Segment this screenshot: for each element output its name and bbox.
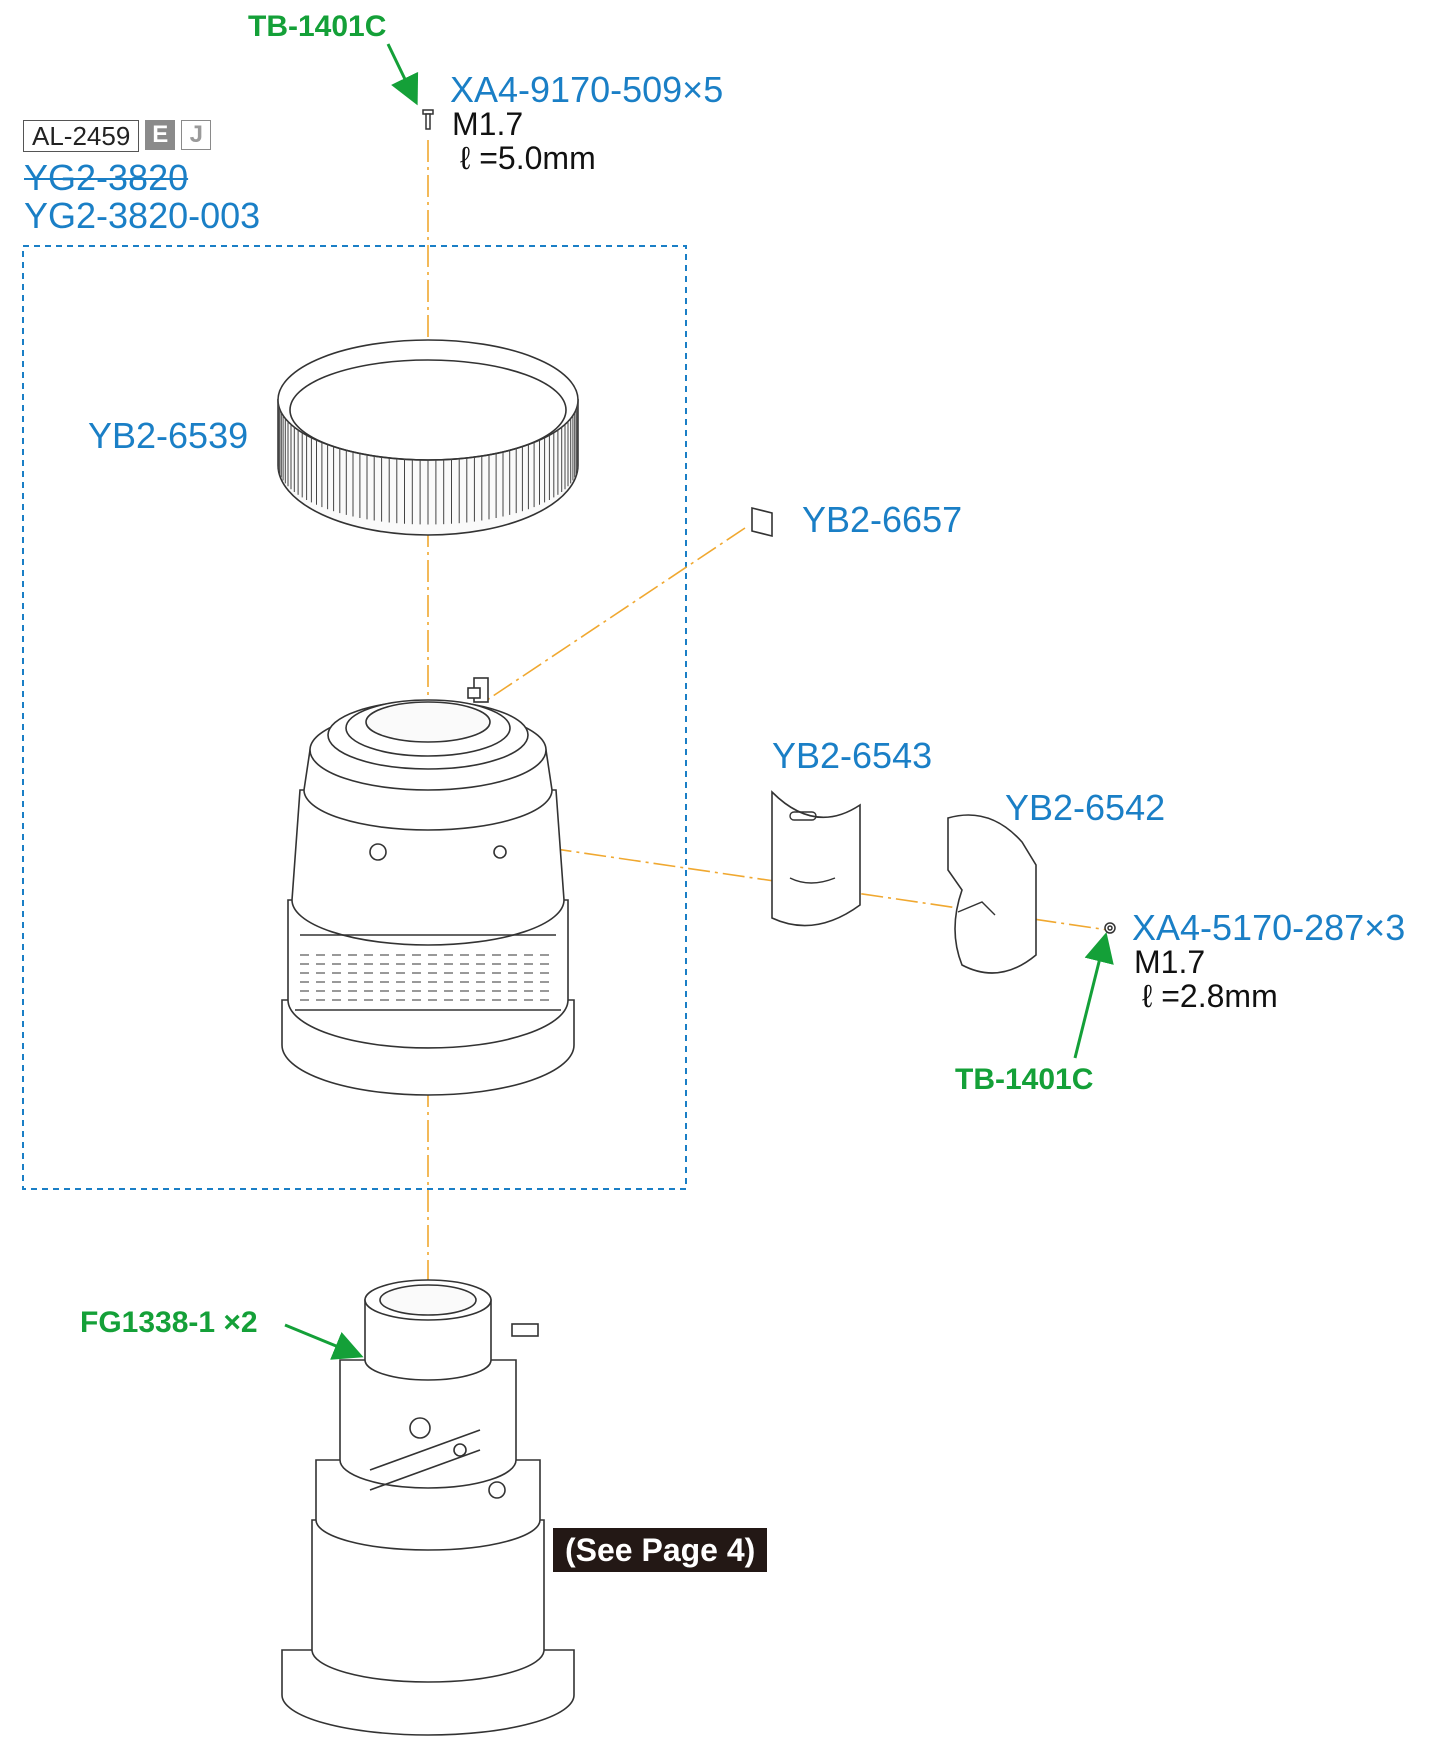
cover-b-drawing <box>947 814 1037 974</box>
cover-a-drawing <box>771 790 861 927</box>
old-assembly-part-number: YG2-3820 <box>24 157 189 198</box>
assembly-boundary-box <box>22 245 687 1190</box>
top-tool-arrow <box>386 43 419 106</box>
top-screw-part-number: XA4-9170-509×5 <box>450 69 724 110</box>
lower-unit-drawing <box>281 1279 575 1736</box>
assembly-part-number: YG2-3820-003 <box>24 195 261 236</box>
top-screw-length: ℓ =5.0mm <box>460 140 596 176</box>
top-tool-label: TB-1401C <box>248 10 387 43</box>
grease-arrow <box>284 1323 364 1360</box>
reference-code: AL-2459 <box>23 120 140 152</box>
badge-j: J <box>181 120 212 150</box>
reference-code-group: AL-2459 E J <box>23 120 212 152</box>
grease-label: FG1338-1 ×2 <box>80 1306 258 1339</box>
see-page-reference: (See Page 4) <box>553 1528 768 1572</box>
badge-e: E <box>145 120 176 150</box>
cover-a-part-label: YB2-6543 <box>772 735 933 776</box>
sheet-drawing <box>751 506 773 538</box>
side-tool-arrow <box>1073 932 1114 1059</box>
top-screw-size: M1.7 <box>452 106 524 142</box>
sheet-guide-line <box>486 527 746 701</box>
side-screw-part-number: XA4-5170-287×3 <box>1132 907 1406 948</box>
cover-b-part-label: YB2-6542 <box>1005 787 1166 828</box>
ring-part-label: YB2-6539 <box>88 415 249 456</box>
sheet-part-label: YB2-6657 <box>802 499 963 540</box>
lens-barrel-drawing <box>281 677 575 1096</box>
top-screw-icon <box>422 109 434 130</box>
side-tool-label: TB-1401C <box>955 1063 1094 1096</box>
tool-arrows <box>284 43 1114 1360</box>
side-screw-size: M1.7 <box>1134 944 1206 980</box>
side-screw-icon <box>1104 922 1116 934</box>
side-screw-length: ℓ =2.8mm <box>1142 978 1278 1014</box>
